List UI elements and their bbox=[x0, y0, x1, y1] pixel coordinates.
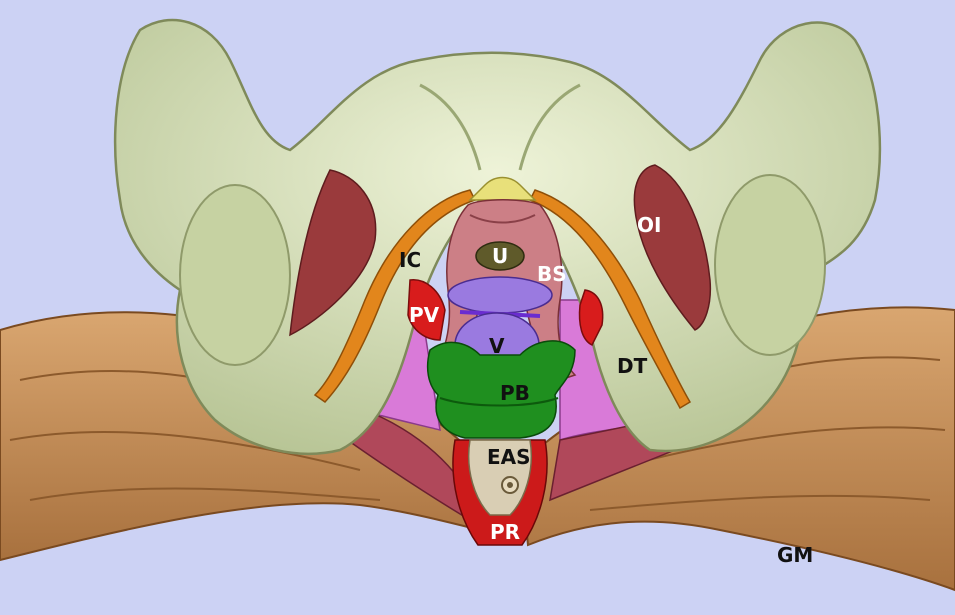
label-bs: BS bbox=[537, 264, 567, 284]
label-pb: PB bbox=[500, 383, 530, 403]
label-u: U bbox=[492, 246, 508, 266]
label-eas: EAS bbox=[487, 447, 531, 467]
label-ic: IC bbox=[399, 250, 421, 270]
label-pv: PV bbox=[409, 305, 439, 325]
label-v: V bbox=[489, 336, 504, 356]
label-gm: GM bbox=[777, 545, 813, 565]
label-dt: DT bbox=[617, 356, 647, 376]
label-oi: OI bbox=[637, 215, 661, 235]
label-pr: PR bbox=[490, 522, 520, 542]
obturator-foramen-right bbox=[715, 175, 825, 355]
obturator-foramen-left bbox=[180, 185, 290, 365]
